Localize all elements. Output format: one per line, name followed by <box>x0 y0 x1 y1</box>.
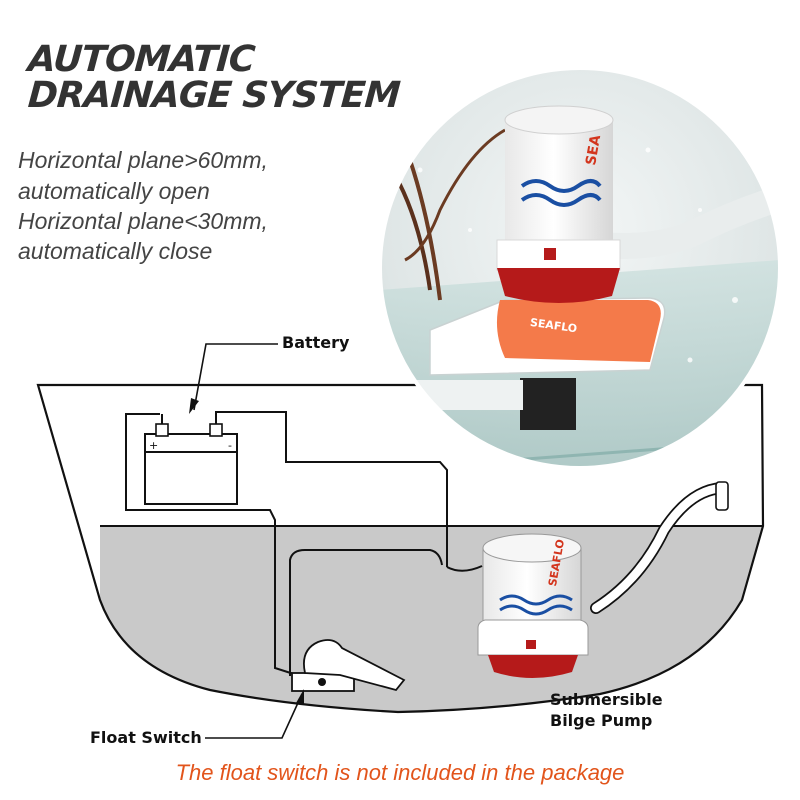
title-line-1: AUTOMATIC <box>26 39 256 80</box>
battery-pointer <box>193 343 278 411</box>
title-line-2: DRAINAGE SYSTEM <box>26 75 401 116</box>
wire-positive <box>215 411 448 567</box>
pump-label-line-2: Bilge Pump <box>550 711 653 730</box>
float-switch-label: Float Switch <box>90 728 202 747</box>
svg-text:-: - <box>228 439 232 452</box>
bilge-water <box>100 526 763 712</box>
description-line-4: automatically close <box>18 238 213 264</box>
wire-pump <box>446 565 483 572</box>
product-photo: SEAFLO SEA <box>380 68 780 468</box>
battery-label: Battery <box>282 333 350 352</box>
svg-text:+: + <box>149 439 158 452</box>
battery-graphic: + - <box>144 414 238 505</box>
wire-switch <box>289 549 443 676</box>
description-line-1: Horizontal plane>60mm, <box>18 147 268 173</box>
description-line-3: Horizontal plane<30mm, <box>18 208 268 234</box>
bilge-pump-graphic: SEAFLO <box>477 533 589 678</box>
photo-frame <box>378 66 782 470</box>
description-line-2: automatically open <box>18 178 210 204</box>
hull-outline <box>36 383 765 714</box>
wire-negative <box>125 413 301 677</box>
float-switch-pointer <box>205 693 303 739</box>
svg-text:SEA: SEA <box>583 134 604 167</box>
pump-label-line-1: Submersible <box>550 690 663 709</box>
float-switch-graphic <box>291 639 406 692</box>
package-notice: The float switch is not included in the … <box>175 760 625 785</box>
